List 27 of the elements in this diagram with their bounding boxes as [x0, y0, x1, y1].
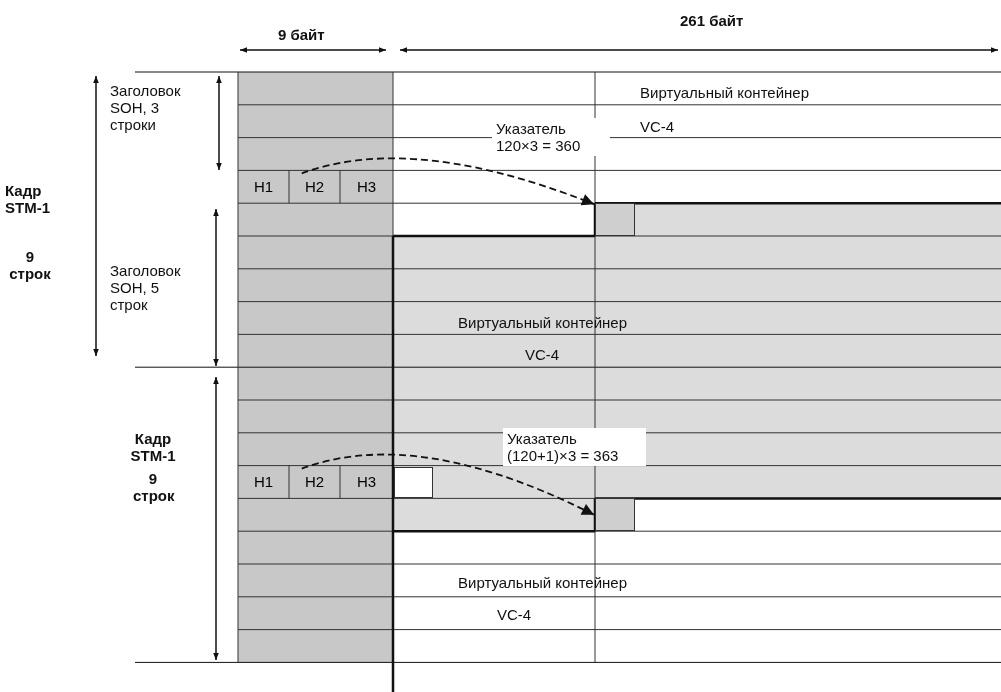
stuffing-byte-cell [394, 466, 433, 499]
payload-start-cell [595, 498, 635, 532]
pointer-byte-cell: H3 [340, 170, 393, 204]
pointer-arrow [300, 157, 595, 206]
pointer-byte-cell: H2 [289, 465, 340, 499]
pointer-label: Указатель (120+1)×3 = 363 [503, 428, 646, 466]
container-label: Виртуальный контейнер [640, 84, 811, 101]
pointer-byte-cell: H2 [289, 170, 340, 204]
container-label: VC-4 [525, 346, 561, 363]
frame-label: Кадр STM-1 [129, 430, 177, 464]
container-label: Виртуальный контейнер [458, 574, 629, 591]
width-label: 261 байт [680, 12, 745, 29]
frame-label: Кадр STM-1 [5, 182, 51, 216]
payload-start-cell [595, 203, 635, 236]
overhead-label: Заголовок SOH, 5 строк [110, 262, 182, 313]
pointer-arrow [300, 453, 595, 516]
pointer-label: Указатель 120×3 = 360 [492, 118, 610, 156]
container-label: VC-4 [640, 118, 676, 135]
rows-label: 9 строк [8, 248, 52, 282]
pointer-byte-cell: H1 [238, 170, 289, 204]
container-label: VC-4 [497, 606, 533, 623]
rows-label: 9 строк [133, 470, 173, 504]
width-label: 9 байт [278, 26, 326, 43]
pointer-byte-cell: H3 [340, 465, 393, 499]
pointer-byte-cell: H1 [238, 465, 289, 499]
container-label: Виртуальный контейнер [458, 314, 629, 331]
overhead-label: Заголовок SOH, 3 строки [110, 82, 182, 133]
